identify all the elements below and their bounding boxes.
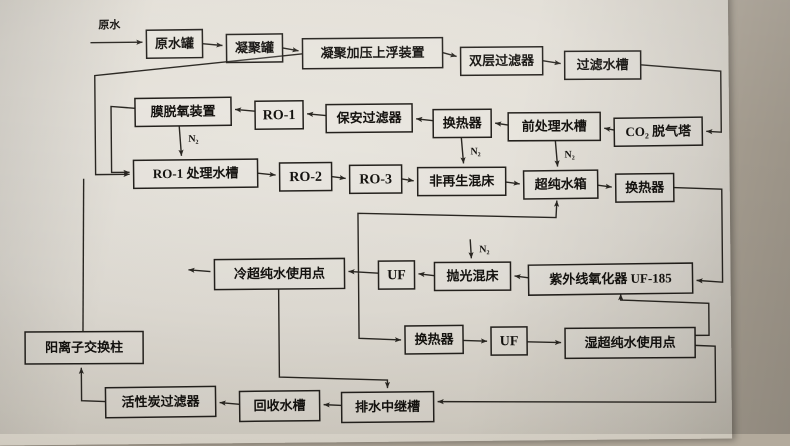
flow-node-label: 湿超纯水使用点 (585, 335, 676, 351)
flow-node-filter_tank: 过滤水槽 (565, 51, 641, 79)
flow-node-label: UF (500, 334, 519, 349)
edge-pretreat-n2-to-upw-tank (555, 141, 557, 167)
flow-node-safety_filter: 保安过滤器 (326, 104, 412, 133)
flow-node-cation_col: 阳离子交换柱 (25, 331, 143, 364)
edge-ro2-to-ro3 (332, 176, 346, 178)
flow-node-label: CO₂ 脱气塔 (625, 123, 692, 139)
edge-ro1-to-membrane-deox (235, 109, 255, 111)
edge-coag-tank-to-daf (283, 48, 299, 51)
flow-node-carbon_filter: 活性炭过滤器 (105, 386, 215, 417)
flow-node-raw_tank: 原水罐 (146, 30, 202, 59)
flow-node-label: 排水中继槽 (355, 399, 420, 415)
flow-node-uf2: UF (491, 327, 527, 355)
n2-label-polish-bed: N₂ (479, 244, 489, 255)
flow-node-label: RO-3 (359, 172, 392, 187)
n2-label-membrane-deox: N₂ (188, 134, 198, 145)
flow-node-label: 换热器 (443, 115, 483, 130)
flow-node-ro3: RO-3 (350, 165, 402, 193)
edge-hx1-n2-to-nonregen-bed (461, 137, 463, 163)
edge-membrane-deox-loop-to-ro1-tank (111, 106, 136, 172)
edge-uf2-to-wet-upw-use (527, 342, 561, 343)
flow-node-label: 抛光混床 (446, 268, 499, 283)
edge-uf1-to-cold-upw-use (348, 271, 378, 273)
flow-node-recycle_tank: 回收水槽 (239, 391, 319, 422)
flow-node-label: 凝聚加压上浮装置 (320, 45, 424, 61)
edge-cold-upw-use-output (188, 270, 210, 272)
edge-pretreat-tank-to-hx1 (495, 123, 508, 125)
flow-node-daf: 凝聚加压上浮装置 (302, 38, 442, 69)
edge-cation-col-to-ro1-tank (82, 179, 85, 332)
edge-recycle-tank-to-carbon-filter (220, 402, 240, 404)
edge-daf-to-dual-filter (443, 52, 457, 56)
flow-node-ro1: RO-1 (255, 101, 303, 130)
edge-co2-tower-to-pretreat-tank (604, 128, 614, 130)
flow-node-hx3: 换热器 (405, 325, 463, 354)
flow-node-label: RO-1 (263, 108, 296, 123)
flow-node-label: 阳离子交换柱 (45, 340, 123, 355)
flow-node-label: RO-1 处理水槽 (153, 165, 239, 181)
edge-ro1-tank-to-ro2 (258, 173, 276, 175)
inlet-label: 原水 (98, 17, 121, 31)
edge-uv-oxidizer-to-polish-bed (515, 276, 529, 278)
flow-node-label: UF (387, 268, 406, 283)
flow-node-label: 膜脱氧装置 (150, 103, 215, 119)
edge-carbon-filter-to-cation-col (81, 368, 105, 402)
flow-node-drain_relay: 排水中继槽 (342, 392, 434, 423)
flow-node-wet_upw_use: 湿超纯水使用点 (565, 328, 695, 359)
edge-safety-filter-to-ro1 (307, 114, 326, 116)
flow-node-uv_ox: 紫外线氧化器 UF-185 (528, 263, 692, 295)
flow-node-label: 换热器 (414, 331, 454, 346)
flow-node-hx2: 换热器 (616, 174, 674, 203)
flow-node-co2_tower: CO₂ 脱气塔 (614, 117, 702, 146)
flow-node-label: 凝聚罐 (235, 40, 274, 55)
flow-node-label: 非再生混床 (429, 173, 495, 188)
edge-n2-to-polish-bed (470, 239, 471, 258)
edge-upw-tank-to-hx2 (598, 185, 612, 187)
edge-polish-bed-to-uf1 (418, 274, 434, 276)
flow-node-label: 双层过滤器 (469, 53, 535, 68)
edge-raw-tank-to-coag-tank (202, 43, 222, 45)
flow-node-nonregen_bed: 非再生混床 (418, 167, 506, 195)
flow-node-ro1_tank: RO-1 处理水槽 (133, 159, 257, 188)
flow-node-cold_upw_use: 冷超纯水使用点 (214, 258, 344, 289)
flow-node-label: 前处理水槽 (522, 118, 587, 133)
flow-node-polish_bed: 抛光混床 (434, 262, 510, 290)
n2-label-pretreat: N₂ (564, 149, 574, 160)
flow-node-label: 活性炭过滤器 (121, 394, 200, 410)
flow-node-label: 原水罐 (155, 36, 194, 52)
flow-node-uf1: UF (378, 261, 414, 289)
flow-node-label: 超纯水箱 (535, 176, 587, 192)
flow-node-label: 换热器 (625, 180, 665, 195)
flow-node-label: 回收水槽 (254, 398, 306, 414)
flow-node-label: 保安过滤器 (336, 110, 403, 126)
flow-node-label: RO-2 (289, 170, 322, 185)
edge-hx1-to-safety-filter (416, 119, 433, 121)
edge-drain-relay-to-recycle-tank (324, 404, 342, 405)
edge-nonregen-bed-to-upw-tank (506, 182, 520, 184)
edge-ro3-to-nonregen-bed (402, 179, 414, 181)
edge-dual-filter-to-filter-tank (543, 61, 561, 64)
flow-node-label: 过滤水槽 (577, 57, 629, 72)
flow-node-coag_tank: 凝聚罐 (226, 34, 282, 63)
n2-label-hx1: N₂ (470, 146, 480, 157)
flow-node-hx1: 换热器 (433, 109, 491, 137)
flow-node-membrane_deox: 膜脱氧装置 (135, 97, 231, 126)
flow-node-ro2: RO-2 (280, 163, 332, 191)
flow-node-pretreat_tank: 前处理水槽 (508, 112, 600, 140)
flow-node-upw_tank: 超纯水箱 (524, 170, 598, 199)
flow-node-dual_filter: 双层过滤器 (461, 47, 543, 76)
edge-hx3-to-uf2 (463, 340, 487, 341)
edge-membrane-deox-n2-down (179, 126, 181, 156)
flow-node-label: 冷超纯水使用点 (234, 266, 325, 282)
flow-node-label: 紫外线氧化器 UF-185 (549, 270, 672, 287)
